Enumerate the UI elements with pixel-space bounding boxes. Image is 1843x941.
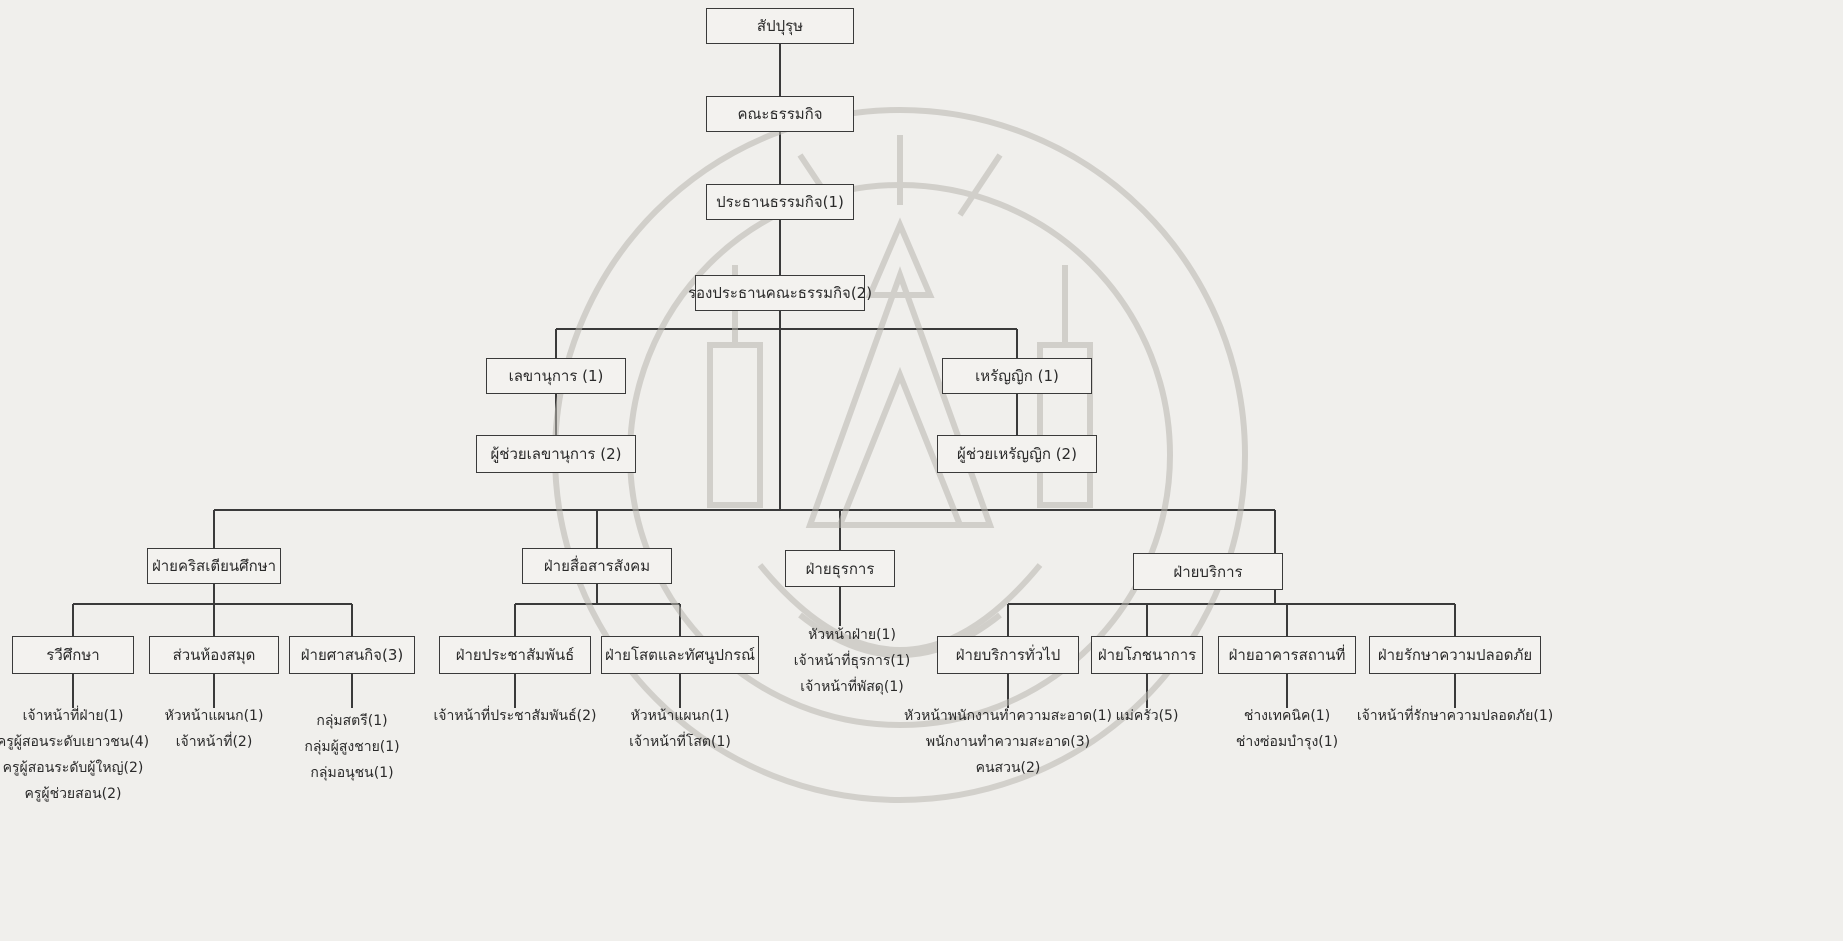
box-division-services: ฝ่ายบริการ <box>1133 553 1283 590</box>
box-division-christian-education: ฝ่ายคริสเตียนศึกษา <box>147 548 281 584</box>
staff-item: แม่ครัว(5) <box>1115 708 1179 724</box>
staff-item: คนสวน(2) <box>975 760 1041 776</box>
box-assistant-secretary: ผู้ช่วยเลขานุการ (2) <box>476 435 636 473</box>
staff-item: หัวหน้าแผนก(1) <box>164 708 264 724</box>
staff-list-religious-affairs: กลุ่มสตรี(1) กลุ่มผู้สูงชาย(1) กลุ่มอนุช… <box>304 708 399 786</box>
box-chairman: ประธานธรรมกิจ(1) <box>706 184 854 220</box>
staff-item: หัวหน้าพนักงานทำความสะอาด(1) <box>904 708 1112 724</box>
box-division-administration: ฝ่ายธุรการ <box>785 550 895 587</box>
staff-item: ครูผู้สอนระดับเยาวชน(4) <box>0 734 150 750</box>
branch-communication <box>514 584 681 636</box>
staff-list-sunday-school: เจ้าหน้าที่ฝ่าย(1) ครูผู้สอนระดับเยาวชน(… <box>0 703 149 807</box>
branch-secretary-treasurer <box>555 328 1018 358</box>
staff-item: เจ้าหน้าที่(2) <box>175 734 253 750</box>
staff-item: เจ้าหน้าที่พัสดุ(1) <box>800 679 904 695</box>
staff-item: เจ้าหน้าที่โสต(1) <box>629 734 731 750</box>
staff-item: เจ้าหน้าที่รักษาความปลอดภัย(1) <box>1356 708 1554 724</box>
division-bar <box>213 509 1276 553</box>
staff-list-general-services: หัวหน้าพนักงานทำความสะอาด(1) พนักงานทำคว… <box>904 703 1112 781</box>
staff-list-nutrition: แม่ครัว(5) <box>1116 703 1179 729</box>
box-unit-nutrition: ฝ่ายโภชนาการ <box>1091 636 1203 674</box>
staff-list-administration: หัวหน้าฝ่าย(1) เจ้าหน้าที่ธุรการ(1) เจ้า… <box>794 622 911 700</box>
staff-list-buildings: ช่างเทคนิค(1) ช่างซ่อมบำรุง(1) <box>1236 703 1338 755</box>
staff-item: เจ้าหน้าที่ฝ่าย(1) <box>22 708 124 724</box>
box-committee: คณะธรรมกิจ <box>706 96 854 132</box>
staff-item: หัวหน้าฝ่าย(1) <box>808 627 896 643</box>
box-assistant-treasurer: ผู้ช่วยเหรัญญิก (2) <box>937 435 1097 473</box>
staff-item: เจ้าหน้าที่ประชาสัมพันธ์(2) <box>433 708 597 724</box>
box-satpurut: สัปปุรุษ <box>706 8 854 44</box>
staff-item: กลุ่มสตรี(1) <box>316 713 388 729</box>
staff-item: ครูผู้ช่วยสอน(2) <box>24 786 122 802</box>
staff-item: ช่างเทคนิค(1) <box>1243 708 1331 724</box>
staff-item: ช่างซ่อมบำรุง(1) <box>1235 734 1339 750</box>
box-unit-general-services: ฝ่ายบริการทั่วไป <box>937 636 1079 674</box>
box-unit-library: ส่วนห้องสมุด <box>149 636 279 674</box>
branch-christian-education <box>72 584 353 636</box>
box-unit-security: ฝ่ายรักษาความปลอดภัย <box>1369 636 1541 674</box>
staff-list-security: เจ้าหน้าที่รักษาความปลอดภัย(1) <box>1357 703 1553 729</box>
box-unit-public-relations: ฝ่ายประชาสัมพันธ์ <box>439 636 591 674</box>
box-secretary: เลขานุการ (1) <box>486 358 626 394</box>
staff-list-public-relations: เจ้าหน้าที่ประชาสัมพันธ์(2) <box>434 703 597 729</box>
box-unit-sunday-school: รวีศึกษา <box>12 636 134 674</box>
staff-list-library: หัวหน้าแผนก(1) เจ้าหน้าที่(2) <box>165 703 264 755</box>
staff-item: หัวหน้าแผนก(1) <box>630 708 730 724</box>
box-vice-chairman: รองประธานคณะธรรมกิจ(2) <box>688 275 872 311</box>
box-unit-buildings: ฝ่ายอาคารสถานที่ <box>1218 636 1356 674</box>
box-division-communication: ฝ่ายสื่อสารสังคม <box>522 548 672 584</box>
staff-item: เจ้าหน้าที่ธุรการ(1) <box>793 653 911 669</box>
staff-item: กลุ่มอนุชน(1) <box>310 765 394 781</box>
box-unit-audio-visual: ฝ่ายโสตและทัศนูปกรณ์ <box>601 636 759 674</box>
box-treasurer: เหรัญญิก (1) <box>942 358 1092 394</box>
box-unit-religious-affairs: ฝ่ายศาสนกิจ(3) <box>289 636 415 674</box>
staff-item: ครูผู้สอนระดับผู้ใหญ่(2) <box>2 760 144 776</box>
staff-list-audio-visual: หัวหน้าแผนก(1) เจ้าหน้าที่โสต(1) <box>629 703 731 755</box>
staff-item: กลุ่มผู้สูงชาย(1) <box>304 739 400 755</box>
staff-item: พนักงานทำความสะอาด(3) <box>925 734 1091 750</box>
branch-services <box>1007 590 1456 636</box>
